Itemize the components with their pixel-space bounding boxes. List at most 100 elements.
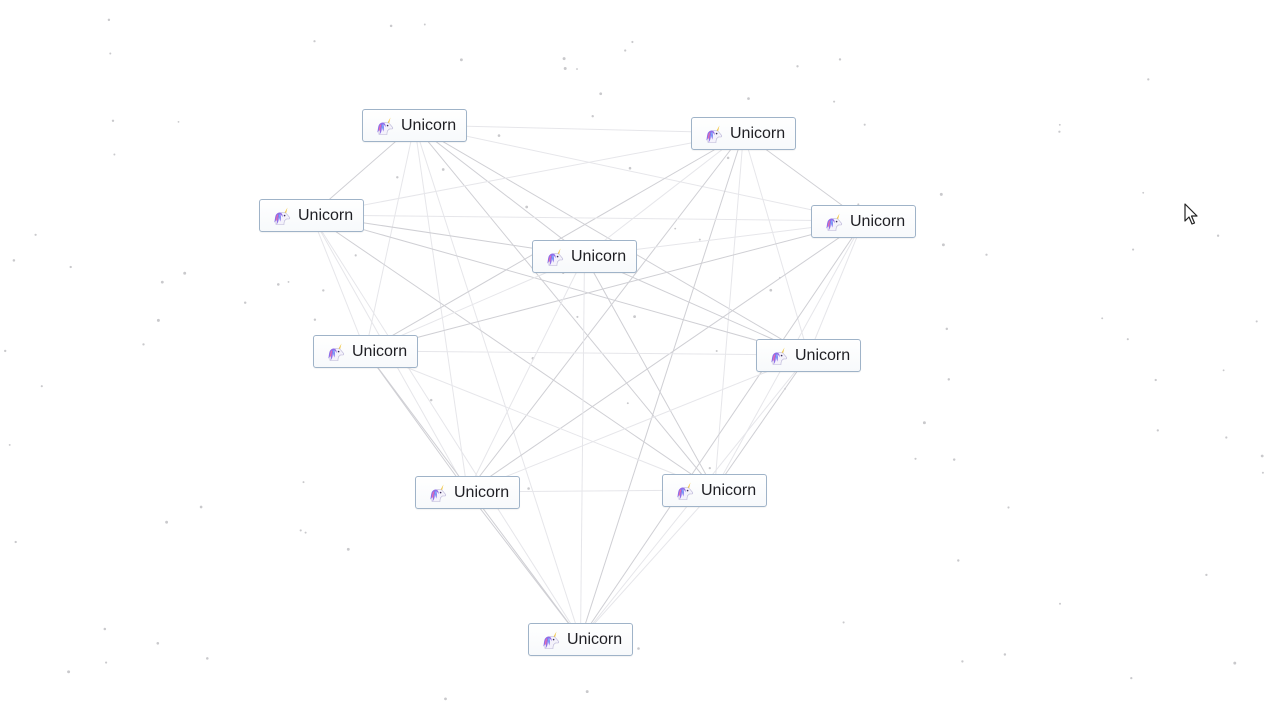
background-dot <box>113 153 116 156</box>
connection-line <box>365 350 809 356</box>
background-dot <box>796 65 799 68</box>
element-tile[interactable]: Unicorn <box>313 335 418 368</box>
unicorn-icon <box>769 346 789 366</box>
element-tile[interactable]: Unicorn <box>662 474 767 507</box>
background-dot <box>941 243 945 247</box>
background-dot <box>525 205 529 209</box>
background-dot <box>206 657 209 660</box>
background-dot <box>1261 471 1264 474</box>
background-dot <box>631 40 634 44</box>
background-dot <box>624 49 627 52</box>
element-tile[interactable]: Unicorn <box>691 117 796 150</box>
background-dot <box>857 203 860 206</box>
background-dot <box>726 156 730 160</box>
background-dot <box>497 134 501 137</box>
background-dot <box>160 280 164 284</box>
background-dot <box>103 627 107 631</box>
background-dot <box>165 520 169 524</box>
connection-line <box>311 132 744 216</box>
background-dot <box>674 227 677 230</box>
background-dot <box>183 271 187 275</box>
background-dot <box>922 421 926 425</box>
background-dot <box>961 660 964 663</box>
background-dot <box>1003 653 1007 656</box>
element-label: Unicorn <box>571 247 627 265</box>
background-dot <box>576 315 579 318</box>
background-dot <box>563 67 567 70</box>
unicorn-icon <box>375 116 395 136</box>
background-dot <box>287 280 290 283</box>
background-dot <box>945 327 949 331</box>
background-dot <box>459 58 463 62</box>
connection-line <box>414 124 744 134</box>
connection-line <box>580 255 585 640</box>
element-tile[interactable]: Unicorn <box>532 240 637 273</box>
background-dot <box>1101 317 1104 320</box>
background-dot <box>396 176 399 179</box>
element-label: Unicorn <box>352 342 408 360</box>
connection-line <box>414 124 581 640</box>
background-dot <box>444 697 447 701</box>
background-dot <box>1255 320 1258 323</box>
background-dot <box>302 481 305 484</box>
background-dot <box>626 402 629 405</box>
connection-line <box>580 489 715 640</box>
background-dot <box>304 531 307 534</box>
background-dot <box>863 123 866 126</box>
background-dot <box>957 559 960 562</box>
background-dot <box>842 621 845 624</box>
connection-line <box>584 255 715 491</box>
connection-line <box>808 220 864 356</box>
background-dot <box>177 121 180 123</box>
element-links <box>311 124 864 640</box>
background-dot <box>562 57 566 61</box>
background-dot <box>111 119 115 122</box>
background-dot <box>12 259 16 262</box>
background-dot <box>628 166 632 170</box>
background-dot <box>1126 338 1129 341</box>
element-tile[interactable]: Unicorn <box>415 476 520 509</box>
background-dot <box>156 642 160 645</box>
background-dot <box>708 466 711 470</box>
element-tile[interactable]: Unicorn <box>811 205 916 238</box>
unicorn-icon <box>704 124 724 144</box>
background-dot <box>346 547 350 551</box>
background-dot <box>354 254 357 257</box>
connection-line <box>714 354 809 491</box>
connection-line <box>311 214 581 640</box>
background-dot <box>423 23 426 26</box>
background-dot <box>985 253 988 256</box>
background-dot <box>1225 436 1228 439</box>
background-dot <box>1130 676 1133 680</box>
element-label: Unicorn <box>401 116 457 134</box>
element-label: Unicorn <box>701 481 757 499</box>
background-dot <box>637 647 640 650</box>
background-dot <box>576 68 578 70</box>
unicorn-icon <box>272 206 292 226</box>
unicorn-icon <box>824 212 844 232</box>
background-dot <box>1142 191 1145 194</box>
connection-line <box>467 255 585 493</box>
unicorn-icon <box>545 247 565 267</box>
element-label: Unicorn <box>850 212 906 230</box>
element-tile[interactable]: Unicorn <box>259 199 364 232</box>
element-label: Unicorn <box>567 630 623 648</box>
element-tile[interactable]: Unicorn <box>528 623 633 656</box>
background-dot <box>1222 369 1225 372</box>
element-tile[interactable]: Unicorn <box>362 109 467 142</box>
background-dot <box>69 265 72 269</box>
background-dot <box>914 457 917 460</box>
element-tile[interactable]: Unicorn <box>756 339 861 372</box>
connection-line <box>467 354 809 493</box>
connection-line <box>584 132 744 257</box>
background-dot <box>109 52 112 55</box>
background-dot <box>947 378 951 381</box>
background-dot <box>1058 130 1061 133</box>
background-dot <box>1059 602 1061 605</box>
background-dot <box>833 100 836 103</box>
connection-line <box>467 132 744 493</box>
background-dot <box>156 318 160 322</box>
background-dot <box>747 97 750 100</box>
